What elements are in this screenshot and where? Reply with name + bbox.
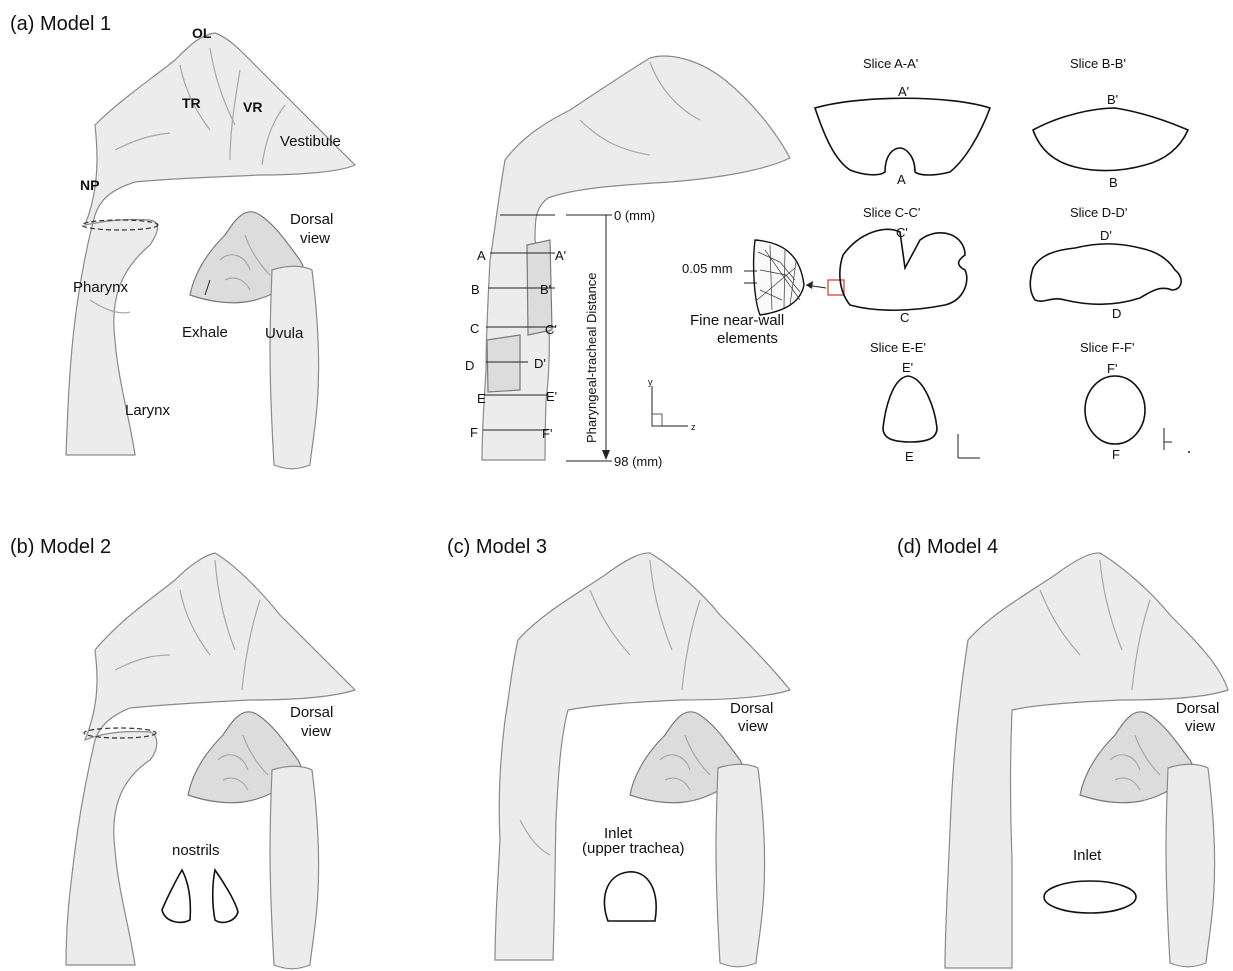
axis-y-label: y: [648, 377, 653, 387]
model1-dorsal-label-1: Dorsal: [290, 211, 333, 228]
model3-dorsal-label-1: Dorsal: [730, 700, 773, 717]
model4-dorsal-label-2: view: [1185, 718, 1215, 735]
slice-a-title: Slice A-A': [863, 56, 918, 71]
panel-c-title: (c) Model 3: [447, 536, 547, 558]
slice-e-outline: [883, 376, 937, 442]
slice-f-outline: [1085, 376, 1145, 444]
cut-label-e-prime: E': [546, 389, 557, 404]
slice-e-top: E': [902, 360, 913, 375]
slice-b-outline: [1033, 108, 1188, 171]
axis-z-label: z: [691, 422, 696, 432]
model4-dorsal-view: [1080, 712, 1215, 967]
slice-d-bottom: D: [1112, 306, 1121, 321]
slice-f-top: F': [1107, 361, 1117, 376]
nostril-right-outline: [213, 870, 238, 922]
slice-b-bottom: B: [1109, 175, 1118, 190]
cut-label-f: F: [470, 425, 478, 440]
model2-dorsal-label-1: Dorsal: [290, 704, 333, 721]
slice-e-title: Slice E-E': [870, 340, 926, 355]
vr-label: VR: [243, 99, 262, 115]
sectioned-airway: [482, 56, 790, 460]
slice-d-outline: [1030, 244, 1181, 304]
model2-dorsal-view: [188, 712, 319, 969]
slice-c-bottom: C: [900, 310, 909, 325]
cut-label-d-prime: D': [534, 356, 546, 371]
slice-a-top: A': [898, 84, 909, 99]
nostril-left-outline: [162, 870, 190, 922]
slice-a-outline: [815, 98, 990, 175]
distance-bottom-label: 98 (mm): [614, 454, 662, 469]
small-axis-f: [1164, 428, 1190, 453]
vestibule-label: Vestibule: [280, 133, 341, 150]
np-label: NP: [80, 177, 99, 193]
slice-d-top: D': [1100, 228, 1112, 243]
ol-label: OL: [192, 25, 212, 41]
cut-label-f-prime: F': [542, 426, 552, 441]
model4-dorsal-label-1: Dorsal: [1176, 700, 1219, 717]
nostrils-label: nostrils: [172, 842, 220, 859]
exhale-label: Exhale: [182, 324, 228, 341]
panel-b-title: (b) Model 2: [10, 536, 111, 558]
slice-b-title: Slice B-B': [1070, 56, 1126, 71]
slice-f-title: Slice F-F': [1080, 340, 1134, 355]
slice-c-outline: [840, 229, 967, 310]
model1-dorsal-label-2: view: [300, 230, 330, 247]
uvula-label: Uvula: [265, 325, 304, 342]
mesh-inset: [744, 240, 844, 315]
model4-inlet-label: Inlet: [1073, 847, 1102, 864]
distance-top-label: 0 (mm): [614, 208, 655, 223]
model3-dorsal-label-2: view: [738, 718, 768, 735]
axis-triad: [652, 386, 688, 426]
slice-f-bottom: F: [1112, 447, 1120, 462]
cut-label-a-prime: A': [555, 248, 566, 263]
mesh-caption-1: Fine near-wall: [690, 312, 784, 329]
pharynx-label: Pharynx: [73, 279, 129, 296]
cut-label-b: B: [471, 282, 480, 297]
cut-label-d: D: [465, 358, 474, 373]
panel-a-title: (a) Model 1: [10, 13, 111, 35]
mesh-caption-2: elements: [717, 330, 778, 347]
mesh-size-label: 0.05 mm: [682, 261, 733, 276]
slice-c-title: Slice C-C': [863, 205, 920, 220]
slice-e-bottom: E: [905, 449, 914, 464]
distance-axis-label: Pharyngeal-tracheal Distance: [584, 272, 599, 443]
larynx-label: Larynx: [125, 402, 171, 419]
slice-c-top: C': [896, 225, 908, 240]
cut-label-a: A: [477, 248, 486, 263]
cut-label-b-prime: B': [540, 282, 551, 297]
cut-label-e: E: [477, 391, 486, 406]
panel-d-title: (d) Model 4: [897, 536, 998, 558]
model3-inlet-label-2: (upper trachea): [582, 840, 685, 857]
slice-a-bottom: A: [897, 172, 906, 187]
cut-label-c: C: [470, 321, 479, 336]
slice-d-title: Slice D-D': [1070, 205, 1127, 220]
model3-inlet-outline: [604, 872, 656, 921]
model4-inlet-outline: [1044, 881, 1136, 913]
cut-label-c-prime: C': [545, 322, 557, 337]
model2-dorsal-label-2: view: [301, 723, 331, 740]
slice-b-top: B': [1107, 92, 1118, 107]
tr-label: TR: [182, 95, 201, 111]
small-axis-e: [958, 434, 980, 458]
